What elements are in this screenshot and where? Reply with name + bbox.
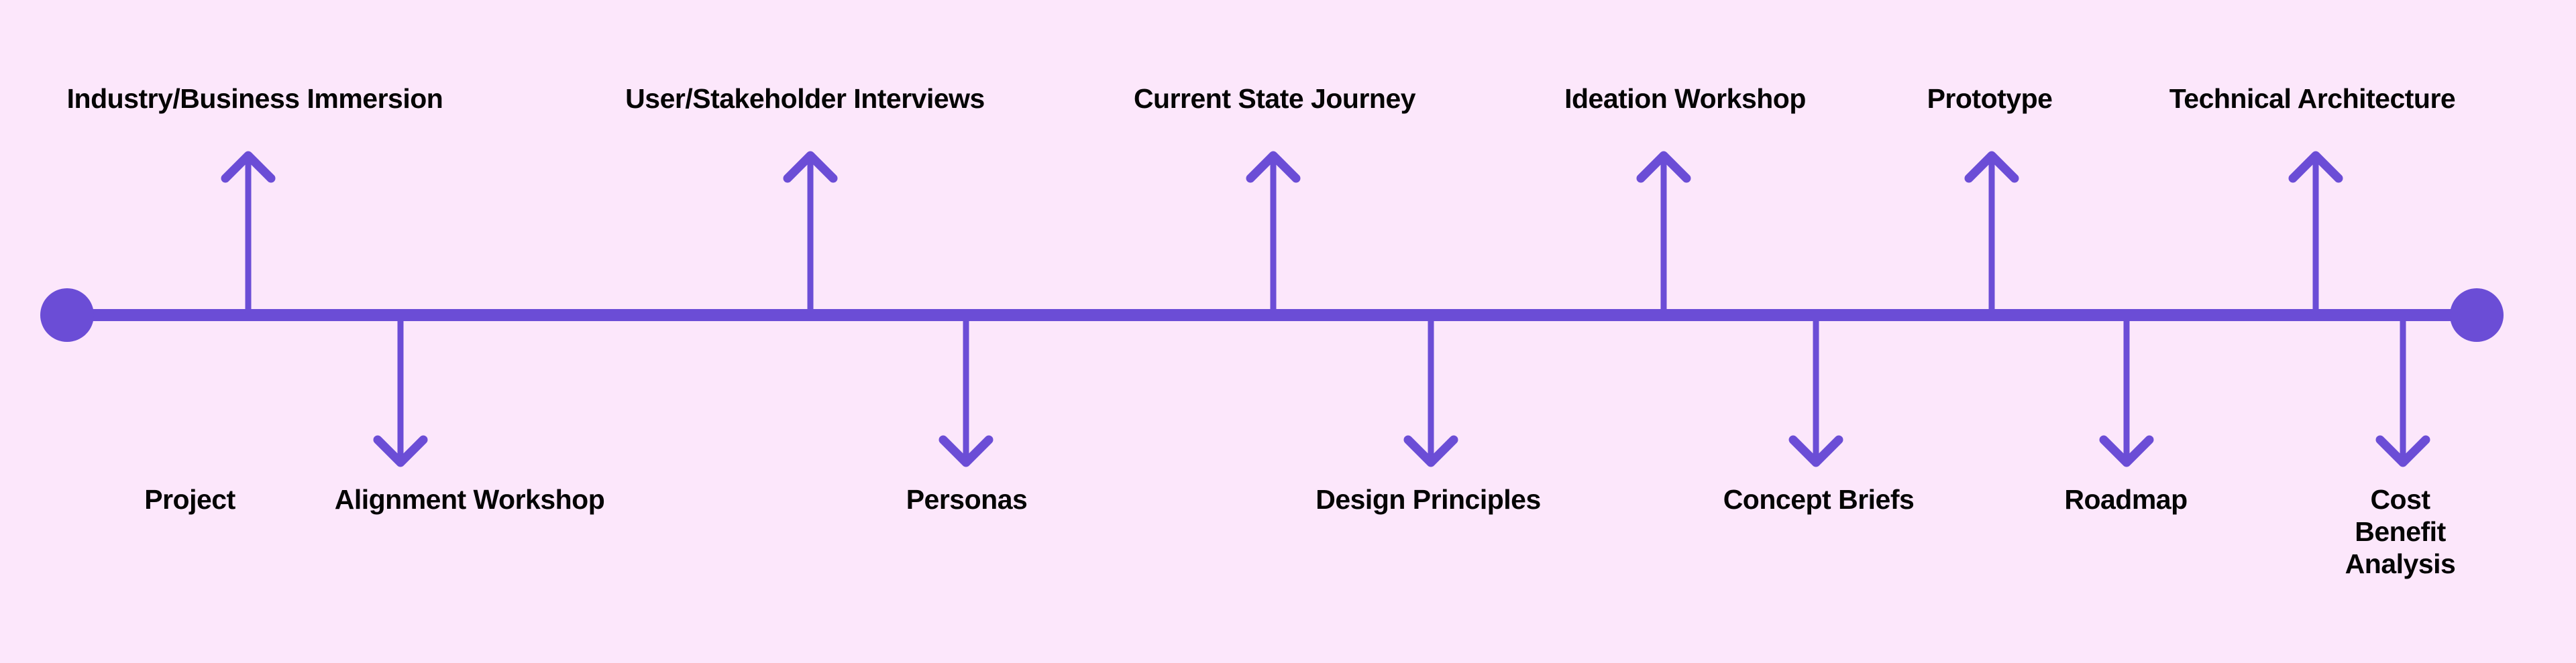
up-arrow-icon [1636,151,1691,321]
down-arrow-icon [1403,309,1458,467]
down-arrow-head [2375,435,2430,467]
down-arrow-head [1403,435,1458,467]
timeline-end-dot [2450,288,2504,342]
down-arrow-icon [373,309,428,467]
up-arrow-head [1246,151,1301,183]
up-arrow-head [2288,151,2343,183]
up-arrow-head [1636,151,1691,183]
milestone-label: User/Stakeholder Interviews [625,83,985,114]
down-arrow-head [2099,435,2154,467]
milestone-label: Personas [906,484,1028,515]
milestone-label: Project [144,484,235,515]
milestone-label: Ideation Workshop [1564,83,1806,114]
down-arrow-icon [2375,309,2430,467]
milestone-label: Concept Briefs [1723,484,1915,515]
down-arrow-head [938,435,994,467]
down-arrow-head [1788,435,1843,467]
up-arrow-head [1964,151,2019,183]
down-arrow-icon [2099,309,2154,467]
milestone-label: Industry/Business Immersion [66,83,443,114]
milestone-label: Design Principles [1316,484,1541,515]
milestone-label: Technical Architecture [2169,83,2456,114]
up-arrow-icon [2288,151,2343,321]
milestone-label: Current State Journey [1133,83,1416,114]
up-arrow-icon [783,151,838,321]
up-arrow-icon [221,151,276,321]
up-arrow-icon [1246,151,1301,321]
down-arrow-head [373,435,428,467]
up-arrow-icon [1964,151,2019,321]
down-arrow-icon [938,309,994,467]
up-arrow-head [783,151,838,183]
timeline-start-dot [40,288,94,342]
milestone-label: Prototype [1927,83,2053,114]
milestone-label: Alignment Workshop [334,484,605,515]
milestone-label: Cost Benefit Analysis [2345,484,2456,579]
down-arrow-icon [1788,309,1843,467]
up-arrow-head [221,151,276,183]
milestone-label: Roadmap [2064,484,2188,515]
